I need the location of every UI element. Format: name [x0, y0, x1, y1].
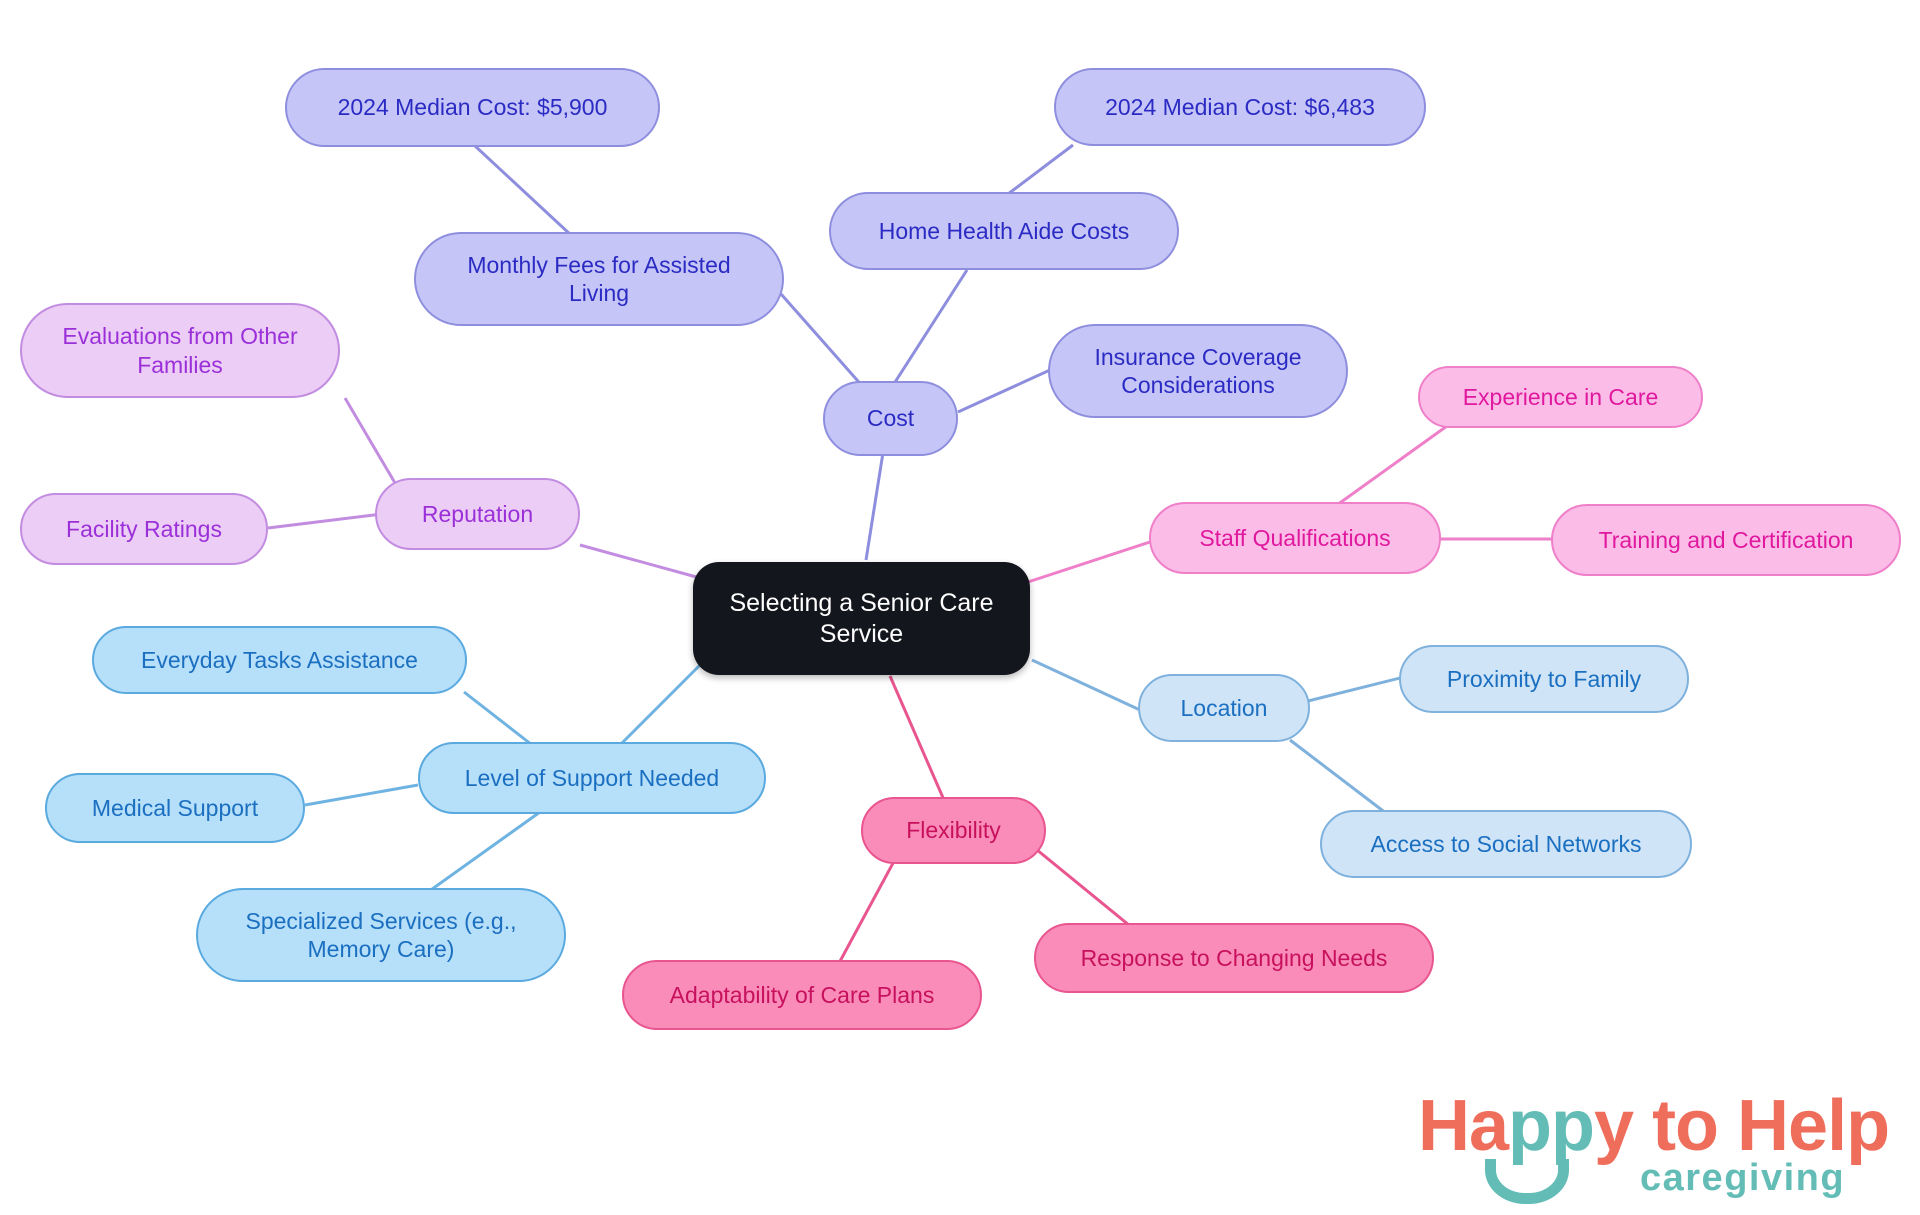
- edge-flexibility-to-adaptability: [836, 851, 901, 966]
- edge-root-to-flexibility: [888, 675, 946, 801]
- logo-to-help: to Help: [1633, 1086, 1890, 1166]
- edge-root-to-location: [1031, 658, 1141, 712]
- logo-ha: Ha: [1418, 1086, 1509, 1166]
- edge-ratings-to-reputation: [267, 512, 383, 530]
- node-evaluations-from-other-families[interactable]: Evaluations from Other Families: [20, 303, 340, 398]
- node-flexibility[interactable]: Flexibility: [861, 797, 1046, 864]
- edge-flexibility-to-response: [1030, 843, 1136, 932]
- node-2024-median-cost-home-health[interactable]: 2024 Median Cost: $6,483: [1054, 68, 1426, 146]
- node-cost[interactable]: Cost: [823, 381, 958, 456]
- edge-home-health-to-cost: [888, 269, 969, 391]
- logo-subtitle: caregiving: [1640, 1157, 1846, 1199]
- node-proximity-to-family[interactable]: Proximity to Family: [1399, 645, 1689, 713]
- happy-to-help-logo: Happy to Help caregiving: [1418, 1085, 1890, 1205]
- node-medical-support[interactable]: Medical Support: [45, 773, 305, 843]
- edge-location-to-proximity: [1299, 676, 1401, 705]
- node-specialized-services-memory-care[interactable]: Specialized Services (e.g., Memory Care): [196, 888, 566, 982]
- edge-experience-to-staff: [1329, 424, 1448, 512]
- node-adaptability-of-care-plans[interactable]: Adaptability of Care Plans: [622, 960, 982, 1030]
- node-home-health-aide-costs[interactable]: Home Health Aide Costs: [829, 192, 1179, 270]
- edge-reputation-to-root: [579, 543, 701, 580]
- edge-root-to-staff: [1027, 540, 1151, 584]
- node-training-and-certification[interactable]: Training and Certification: [1551, 504, 1901, 576]
- node-response-to-changing-needs[interactable]: Response to Changing Needs: [1034, 923, 1434, 993]
- node-staff-qualifications[interactable]: Staff Qualifications: [1149, 502, 1441, 574]
- edge-location-to-social: [1289, 738, 1396, 822]
- edge-medical-to-support: [304, 783, 419, 807]
- smile-arc-icon: [1485, 1159, 1569, 1204]
- logo-wordmark: Happy to Help: [1418, 1085, 1890, 1167]
- node-facility-ratings[interactable]: Facility Ratings: [20, 493, 268, 565]
- node-2024-median-cost-assisted[interactable]: 2024 Median Cost: $5,900: [285, 68, 660, 147]
- node-insurance-coverage-considerations[interactable]: Insurance Coverage Considerations: [1048, 324, 1348, 418]
- edge-root-to-support: [618, 663, 702, 747]
- node-location[interactable]: Location: [1138, 674, 1310, 742]
- node-access-to-social-networks[interactable]: Access to Social Networks: [1320, 810, 1692, 878]
- logo-y: y: [1594, 1086, 1634, 1166]
- edge-root-to-cost: [864, 439, 887, 561]
- node-everyday-tasks-assistance[interactable]: Everyday Tasks Assistance: [92, 626, 467, 694]
- edge-cost-to-insurance: [957, 368, 1051, 414]
- node-monthly-fees-assisted-living[interactable]: Monthly Fees for Assisted Living: [414, 232, 784, 326]
- node-level-of-support-needed[interactable]: Level of Support Needed: [418, 742, 766, 814]
- node-root-selecting-senior-care-service[interactable]: Selecting a Senior Care Service: [693, 562, 1030, 675]
- logo-pp: pp: [1508, 1086, 1595, 1166]
- node-experience-in-care[interactable]: Experience in Care: [1418, 366, 1703, 428]
- node-reputation[interactable]: Reputation: [375, 478, 580, 550]
